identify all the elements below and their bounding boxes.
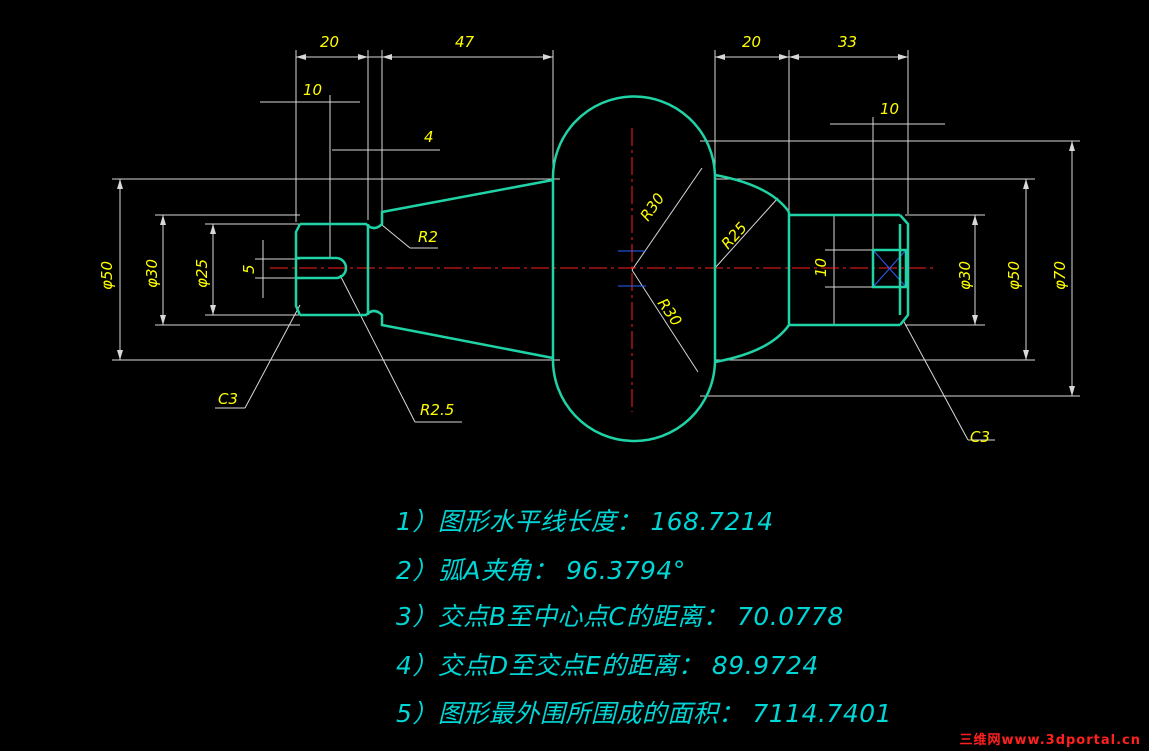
watermark: 三维网www.3dportal.cn bbox=[959, 733, 1141, 748]
dim-dia-30-left: φ30 bbox=[143, 259, 161, 288]
dim-dia-50-right: φ50 bbox=[1005, 261, 1023, 290]
dim-slot-5: 5 bbox=[240, 264, 258, 274]
dim-v10-right: 10 bbox=[812, 258, 830, 277]
arrowheads bbox=[117, 54, 1075, 396]
dim-top-10-left: 10 bbox=[303, 81, 322, 99]
question-4: 4）交点D至交点E的距离： 89.9724 bbox=[396, 651, 819, 680]
dim-top-20-left: 20 bbox=[320, 33, 339, 51]
dim-dia-30-right: φ30 bbox=[956, 261, 974, 290]
dim-r30-upper: R30 bbox=[637, 190, 669, 225]
center-lines bbox=[270, 128, 935, 412]
dim-r2: R2 bbox=[418, 228, 438, 246]
dimension-lines bbox=[112, 50, 1080, 441]
dim-top-47: 47 bbox=[455, 33, 475, 51]
dim-r2-5: R2.5 bbox=[420, 401, 454, 419]
part-outline bbox=[294, 95, 910, 443]
dim-c3-left: C3 bbox=[218, 390, 238, 408]
question-1: 1）图形水平线长度： 168.7214 bbox=[396, 507, 774, 536]
dim-top-20-right: 20 bbox=[742, 33, 761, 51]
dim-dia-25: φ25 bbox=[193, 259, 211, 288]
dim-dia-50-left: φ50 bbox=[98, 261, 116, 290]
dim-r30-lower: R30 bbox=[654, 295, 686, 330]
dim-c3-right: C3 bbox=[970, 428, 990, 446]
dim-dia-70: φ70 bbox=[1051, 261, 1069, 290]
dim-top-4: 4 bbox=[424, 128, 434, 146]
question-3: 3）交点B至中心点C的距离： 70.0778 bbox=[396, 602, 844, 631]
dim-top-10-right: 10 bbox=[880, 100, 899, 118]
question-2: 2）弧A夹角： 96.3794° bbox=[396, 556, 686, 585]
question-5: 5）图形最外围所围成的面积： 7114.7401 bbox=[396, 699, 893, 728]
dim-top-33: 33 bbox=[838, 33, 857, 51]
dim-r25: R25 bbox=[718, 219, 751, 253]
